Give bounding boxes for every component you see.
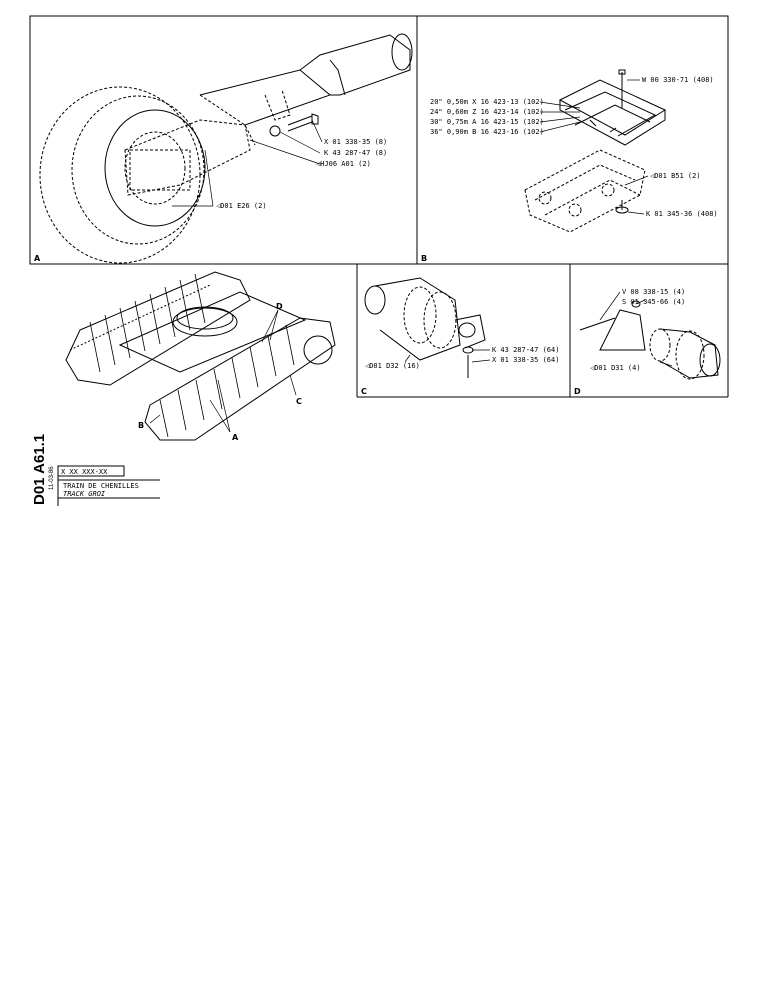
overview-letter-b: B <box>138 421 144 430</box>
callout-d01-d32: ◁D01 D32 (16) <box>364 362 420 370</box>
panel-b-leaders <box>539 79 649 215</box>
track-roller-drawing <box>364 277 486 361</box>
panel-d-letter: D <box>574 387 581 396</box>
callout-s01-345-66: S 01 345-66 (4) <box>622 298 685 306</box>
panel-a-letter: A <box>34 254 41 263</box>
left-track-hatching <box>89 273 206 373</box>
callout-shoe-20: 20" 0,50m X 16 423-13 (102) <box>430 98 544 106</box>
callout-k43-287-47: K 43 287-47 (8) <box>324 149 387 157</box>
callout-x01-338-35: X 01 338-35 (8) <box>324 138 387 146</box>
overview: D C B A <box>65 271 336 442</box>
callout-hj06-a01: ◁HJ06 A01 (2) <box>315 160 371 168</box>
callout-v08-338-15: V 08 338-15 (4) <box>622 288 685 296</box>
callout-shoe-30: 30" 0,75m A 16 423-15 (102) <box>430 118 544 126</box>
panel-d-leaders <box>599 291 673 367</box>
panel-d: V 08 338-15 (4) S 01 345-66 (4) ◁D01 D31… <box>574 288 721 396</box>
sheet-date: 11-03-86 <box>49 466 55 490</box>
right-track-drawing <box>144 317 336 441</box>
panel-a: X 01 338-35 (8) K 43 287-47 (8) ◁HJ06 A0… <box>34 33 413 264</box>
callout-k43-287-47-c: K 43 287-47 (64) <box>492 346 559 354</box>
callout-k01-345-36: K 01 345-36 (408) <box>646 210 718 218</box>
overview-leaders <box>149 309 297 433</box>
callout-shoe-24: 24" 0,60m Z 16 423-14 (102) <box>430 108 544 116</box>
track-chain-drawing <box>524 149 646 233</box>
panel-c-leaders <box>404 349 491 363</box>
title-block: X XX XXX-XX TRAIN DE CHENILLES TRACK GRO… <box>57 465 160 506</box>
panel-b: 20" 0,50m X 16 423-13 (102) 24" 0,60m Z … <box>421 69 718 263</box>
sidebar: D01 A61.1 11-03-86 <box>31 434 55 505</box>
callout-d01-e26: ◁D01 E26 (2) <box>215 202 267 210</box>
callout-d01-d31: ◁D01 D31 (4) <box>589 364 641 372</box>
callout-d01-b51: ◁D01 B51 (2) <box>649 172 701 180</box>
overview-letter-c: C <box>296 397 302 406</box>
ref-code: X XX XXX-XX <box>61 468 108 476</box>
callout-shoe-36: 36" 0,90m B 16 423-16 (102) <box>430 128 544 136</box>
overview-letter-d: D <box>276 302 283 311</box>
panel-b-letter: B <box>421 254 427 263</box>
panel-a-leaders <box>172 119 323 207</box>
upper-frame-drawing <box>118 291 307 373</box>
callout-x01-338-35-c: X 01 338-35 (64) <box>492 356 559 364</box>
title-en: TRACK GROI <box>63 490 106 498</box>
callout-w00-330-71: W 00 330-71 (408) <box>642 76 714 84</box>
track-roller-hardware <box>462 346 474 378</box>
sheet-code: D01 A61.1 <box>31 434 48 505</box>
panel-c-letter: C <box>361 387 367 396</box>
frame-top <box>29 15 729 265</box>
idler-wheel-drawing <box>39 33 413 264</box>
right-track-hatching <box>159 324 295 438</box>
panel-c: K 43 287-47 (64) X 01 338-35 (64) ◁D01 D… <box>361 277 559 396</box>
ref-box <box>57 465 125 477</box>
carrier-roller-drawing <box>579 300 721 380</box>
overview-letter-a: A <box>232 433 239 442</box>
track-shoe-hardware <box>615 200 629 214</box>
frame <box>29 15 729 398</box>
title-fr: TRAIN DE CHENILLES <box>63 482 139 490</box>
track-shoe-drawing <box>558 69 667 146</box>
